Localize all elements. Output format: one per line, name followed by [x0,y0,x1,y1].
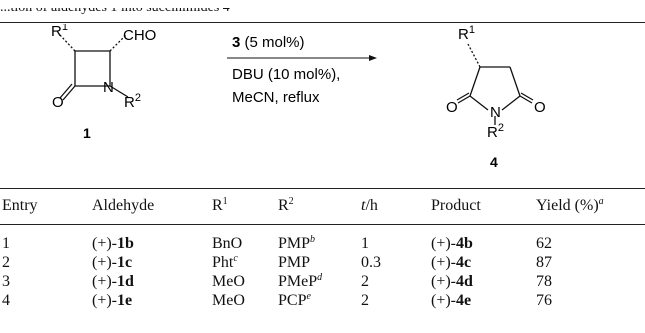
table-cell-prod: (+)-4d [431,273,473,290]
scheme-rule [0,188,645,189]
succinimide-structure [456,43,534,125]
table-cell-r1: Phtc [212,253,238,272]
table-cell-prod: (+)-4e [431,292,472,309]
reaction-arrow-head [369,55,377,61]
table-cell-time: 2 [361,273,369,290]
table-cell-r1: MeO [212,273,245,290]
product-substituent-r1-label: R1 [458,24,475,43]
base-conditions: DBU (10 mol%), [232,66,340,83]
header-time: t/h [361,197,378,214]
header-aldehyde: Aldehyde [92,197,155,214]
table-cell-entry: 1 [2,235,10,252]
table-cell-r2: PMePd [278,272,323,291]
reactant-compound-number: 1 [83,125,91,141]
table-cell-ald: (+)-1b [92,235,134,252]
table-cell-yield: 78 [536,273,552,290]
solvent-conditions: MeCN, reflux [232,89,320,106]
product-substituent-r2-label: R2 [487,122,504,141]
aldehyde-group-label: CHO [123,27,156,44]
header-entry: Entry [2,197,38,214]
header-r2: R2 [278,196,294,215]
table-cell-time: 0.3 [361,254,381,271]
table-cell-entry: 3 [2,273,10,290]
imide-oxygen-right-label: O [534,99,546,116]
table-cell-yield: 76 [536,292,552,309]
table-cell-r1: BnO [212,235,243,252]
table-cell-prod: (+)-4b [431,235,473,252]
header-yield: Yield (%)a [536,196,604,215]
table-cell-ald: (+)-1d [92,273,134,290]
table-caption-fragment: ...tion of aldehydes 1 into succinimides… [0,0,230,15]
imide-oxygen-left-label: O [446,99,458,116]
beta-lactam-aldehyde-structure [59,33,129,101]
catalyst-conditions: 3 (5 mol%) [232,34,305,51]
nitrogen-atom-label: N [103,79,114,96]
table-cell-time: 2 [361,292,369,309]
table-cell-time: 1 [361,235,369,252]
table-cell-r2: PMP [278,254,311,271]
reaction-scheme: R1 CHO N O R2 1 3 (5 mol%) DBU (10 mol%)… [51,24,546,170]
table-cell-r2: PCPe [278,291,311,310]
top-rule [0,22,645,24]
table-cell-yield: 87 [536,254,552,271]
table-cell-r1: MeO [212,292,245,309]
table-cell-r2: PMPb [278,234,316,253]
table-cell-entry: 2 [2,254,10,271]
header-product: Product [431,197,481,214]
table-cell-ald: (+)-1c [92,254,133,271]
header-r1: R1 [212,196,228,215]
table-cell-entry: 4 [2,292,10,309]
table-cell-prod: (+)-4c [431,254,472,271]
substituent-r1-label: R1 [51,24,68,40]
product-compound-number: 4 [490,154,498,170]
table-cell-yield: 62 [536,235,552,252]
header-rule [0,224,645,225]
substituent-r2-label: R2 [124,92,141,111]
table-cell-ald: (+)-1e [92,292,133,309]
carbonyl-oxygen-label: O [52,94,64,111]
imide-nitrogen-label: N [490,104,501,121]
